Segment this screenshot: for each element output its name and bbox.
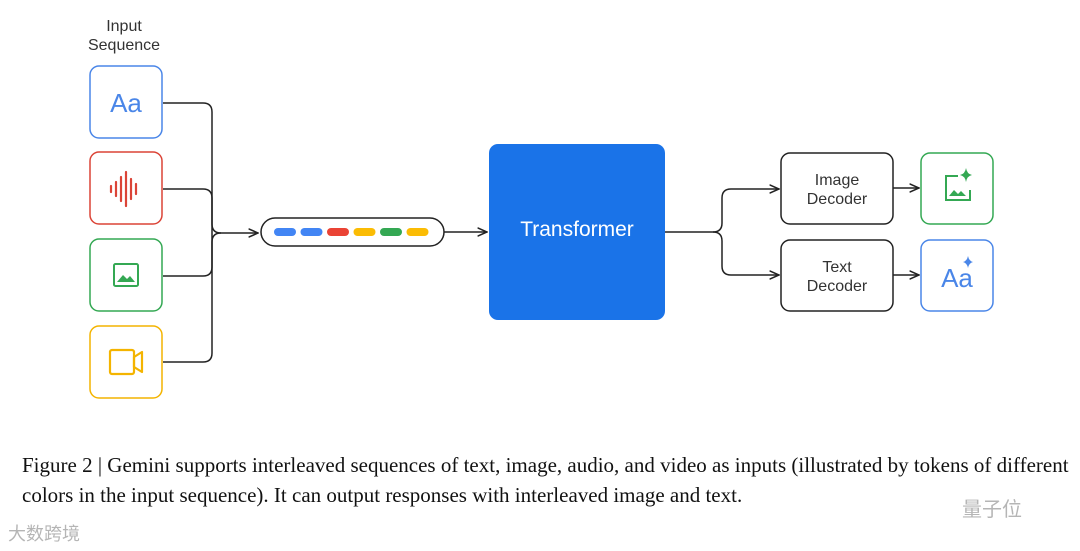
sequence-token bbox=[353, 228, 376, 236]
text-input-glyph: Aa bbox=[110, 88, 142, 118]
video-input-box bbox=[89, 325, 163, 399]
transformer-block: Transformer bbox=[489, 144, 665, 320]
image-output-box bbox=[920, 152, 994, 225]
input-label-line2: Sequence bbox=[88, 37, 160, 54]
sequence-token bbox=[406, 228, 429, 236]
figure-caption: Figure 2 | Gemini supports interleaved s… bbox=[22, 453, 1069, 507]
token-group bbox=[274, 228, 429, 236]
sequence-token bbox=[327, 228, 349, 236]
audio-waveform-icon bbox=[109, 170, 138, 208]
watermark-right: 量子位 bbox=[962, 493, 1022, 522]
text-decoder-line1: Text bbox=[822, 259, 852, 276]
gemini-architecture-diagram: Input Sequence Aa bbox=[88, 18, 994, 399]
sequence-token bbox=[274, 228, 296, 236]
input-connectors bbox=[163, 102, 258, 363]
audio-input-box bbox=[89, 151, 163, 225]
image-icon bbox=[113, 263, 139, 287]
image-decoder-line2: Decoder bbox=[807, 191, 868, 208]
watermark-left: 大数跨境 bbox=[8, 520, 80, 546]
text-decoder-box: Text Decoder bbox=[780, 239, 894, 312]
decoder-connectors bbox=[665, 189, 779, 275]
sequence-token bbox=[300, 228, 323, 236]
image-sparkle-icon bbox=[945, 168, 972, 201]
text-input-box: Aa bbox=[89, 65, 163, 139]
sequence-token bbox=[380, 228, 402, 236]
image-input-box bbox=[89, 238, 163, 312]
text-output-glyph: Aa bbox=[941, 263, 973, 293]
text-decoder-line2: Decoder bbox=[807, 278, 868, 295]
image-decoder-line1: Image bbox=[815, 172, 860, 189]
text-output-box: Aa bbox=[920, 239, 994, 312]
watermark-left-text: 大数跨境 bbox=[8, 524, 80, 545]
watermark-right-text: 量子位 bbox=[962, 497, 1022, 521]
input-label-line1: Input bbox=[106, 18, 142, 35]
output-connectors bbox=[893, 188, 919, 275]
transformer-label: Transformer bbox=[520, 218, 634, 241]
token-sequence bbox=[260, 217, 445, 247]
video-camera-icon bbox=[108, 348, 144, 376]
image-decoder-box: Image Decoder bbox=[780, 152, 894, 225]
text-sparkle-icon bbox=[963, 256, 973, 268]
